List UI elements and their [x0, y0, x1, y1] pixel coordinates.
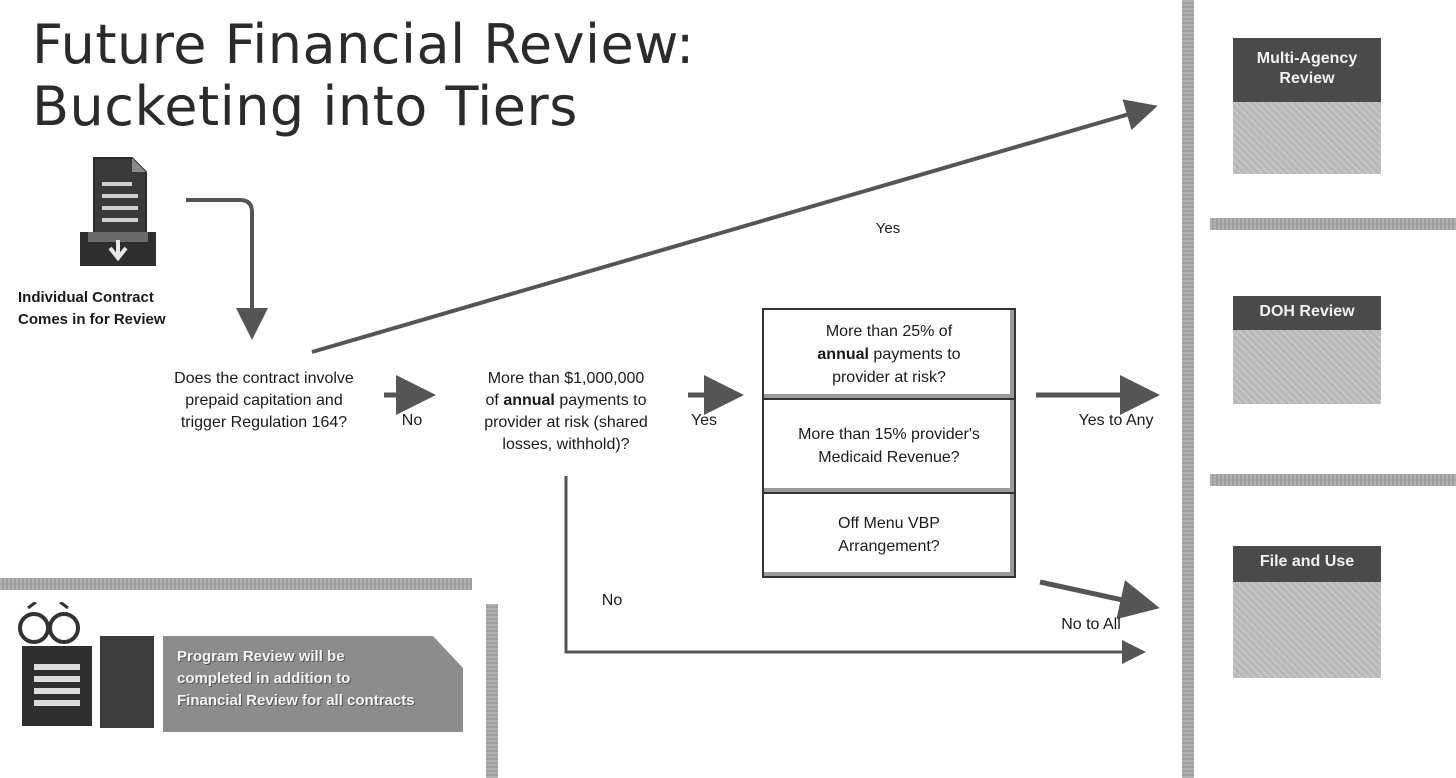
criteria-no-arrow — [1039, 579, 1160, 620]
note-line-2: completed in addition to — [177, 670, 351, 687]
q2-line-2-prefix: of — [485, 392, 504, 409]
box1-suffix: payments to — [868, 345, 961, 363]
q1-line-2: prepaid capitation and — [185, 392, 343, 409]
box1-bold: annual — [817, 345, 869, 363]
q1-line-1: Does the contract involve — [174, 370, 354, 387]
tier-1-line-2: Review — [1279, 70, 1335, 87]
tier-multi-agency-review: Multi-Agency Review — [1233, 38, 1381, 102]
criteria-box-off-menu-vbp: Off Menu VBP Arrangement? — [762, 492, 1016, 578]
q2-line-4: losses, withhold)? — [502, 436, 630, 453]
tier-separator-2 — [1210, 474, 1456, 486]
question-regulation-164: Does the contract involve prepaid capita… — [140, 368, 388, 434]
box2-line-1: More than 15% provider's — [798, 426, 980, 443]
title-line-2: Bucketing into Tiers — [32, 75, 578, 138]
tier-3-body — [1233, 582, 1381, 678]
tier-3-line-1: File and Use — [1259, 553, 1355, 570]
tier-1-line-1: Multi-Agency — [1256, 50, 1358, 67]
binoculars-clipboard-icon — [18, 602, 154, 728]
tier-divider-vertical — [1182, 0, 1194, 778]
q2-no-arrow — [564, 476, 1146, 664]
edge-label-q1-yes: Yes — [875, 220, 901, 237]
title-line-1: Future Financial Review: — [32, 13, 695, 76]
box2-line-2: Medicaid Revenue? — [818, 449, 960, 466]
box1-line-2: annual payments to — [817, 343, 960, 366]
box3-line-2: Arrangement? — [838, 538, 940, 555]
edge-label-q1-no: No — [401, 412, 423, 429]
question-annual-payments: More than $1,000,000 of annual payments … — [448, 368, 684, 456]
document-inbox-icon — [80, 157, 156, 266]
edge-label-q2-no: No — [601, 592, 623, 609]
tier-doh-review: DOH Review — [1233, 296, 1381, 330]
q2-line-2: of annual payments to — [448, 390, 684, 412]
note-line-1: Program Review will be — [177, 648, 345, 665]
box1-line-1: More than 25% of — [825, 322, 953, 340]
edge-label-criteria-yes: Yes to Any — [1078, 412, 1154, 429]
note-line-3: Financial Review for all contracts — [177, 692, 415, 709]
tier-1-body — [1233, 102, 1381, 174]
q2-line-1: More than $1,000,000 — [487, 370, 645, 387]
box3-line-1: Off Menu VBP — [838, 515, 940, 532]
start-label-line-2: Comes in for Review — [18, 311, 166, 328]
note-text: Program Review will be completed in addi… — [177, 646, 447, 712]
criteria-box-annual-25: More than 25% of annual payments to prov… — [762, 308, 1016, 400]
page-title: Future Financial Review: Bucketing into … — [32, 14, 695, 138]
q2-line-2-bold: annual — [503, 392, 555, 409]
box1-line-3: provider at risk? — [832, 368, 946, 386]
note-callout-shape — [163, 636, 463, 732]
tier-separator-1 — [1210, 218, 1456, 230]
q2-line-2-suffix: payments to — [554, 392, 647, 409]
start-label: Individual Contract Comes in for Review — [18, 287, 218, 331]
q1-yes-arrow — [311, 99, 1158, 354]
tier-file-and-use: File and Use — [1233, 546, 1381, 582]
start-connector — [186, 198, 268, 340]
tier-2-body — [1233, 330, 1381, 404]
criteria-box-medicaid-15: More than 15% provider's Medicaid Revenu… — [762, 398, 1016, 494]
program-separator-vertical — [486, 604, 498, 778]
edge-label-criteria-no: No to All — [1061, 616, 1121, 633]
tier-2-line-1: DOH Review — [1259, 303, 1355, 320]
q1-line-3: trigger Regulation 164? — [180, 414, 348, 431]
start-label-line-1: Individual Contract — [18, 289, 154, 306]
program-separator-horizontal — [0, 578, 472, 590]
program-review-note: Program Review will be completed in addi… — [163, 636, 463, 732]
q2-line-3: provider at risk (shared — [484, 414, 648, 431]
edge-label-q2-yes: Yes — [690, 412, 718, 429]
